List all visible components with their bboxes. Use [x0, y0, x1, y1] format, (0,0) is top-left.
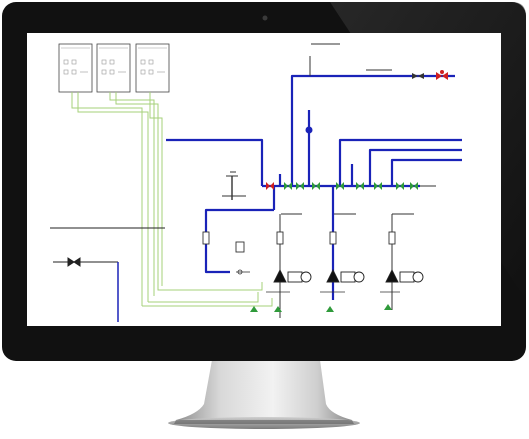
controller-panels	[58, 43, 170, 93]
controller-panel	[96, 43, 131, 93]
valve-icon	[67, 257, 75, 267]
gauge-icon	[305, 126, 313, 134]
controller-panel	[58, 43, 93, 93]
header-valves	[284, 182, 418, 190]
fan-icon	[385, 268, 424, 283]
pump-icon	[273, 268, 312, 283]
pump-icon	[326, 268, 365, 283]
signal-wires	[71, 92, 273, 307]
controller-panel	[135, 43, 170, 93]
supply-pipe	[290, 74, 455, 186]
schematic-diagram	[50, 43, 462, 322]
valve-icon	[436, 72, 442, 80]
camera-icon	[262, 15, 268, 21]
monitor-stand	[168, 360, 360, 429]
